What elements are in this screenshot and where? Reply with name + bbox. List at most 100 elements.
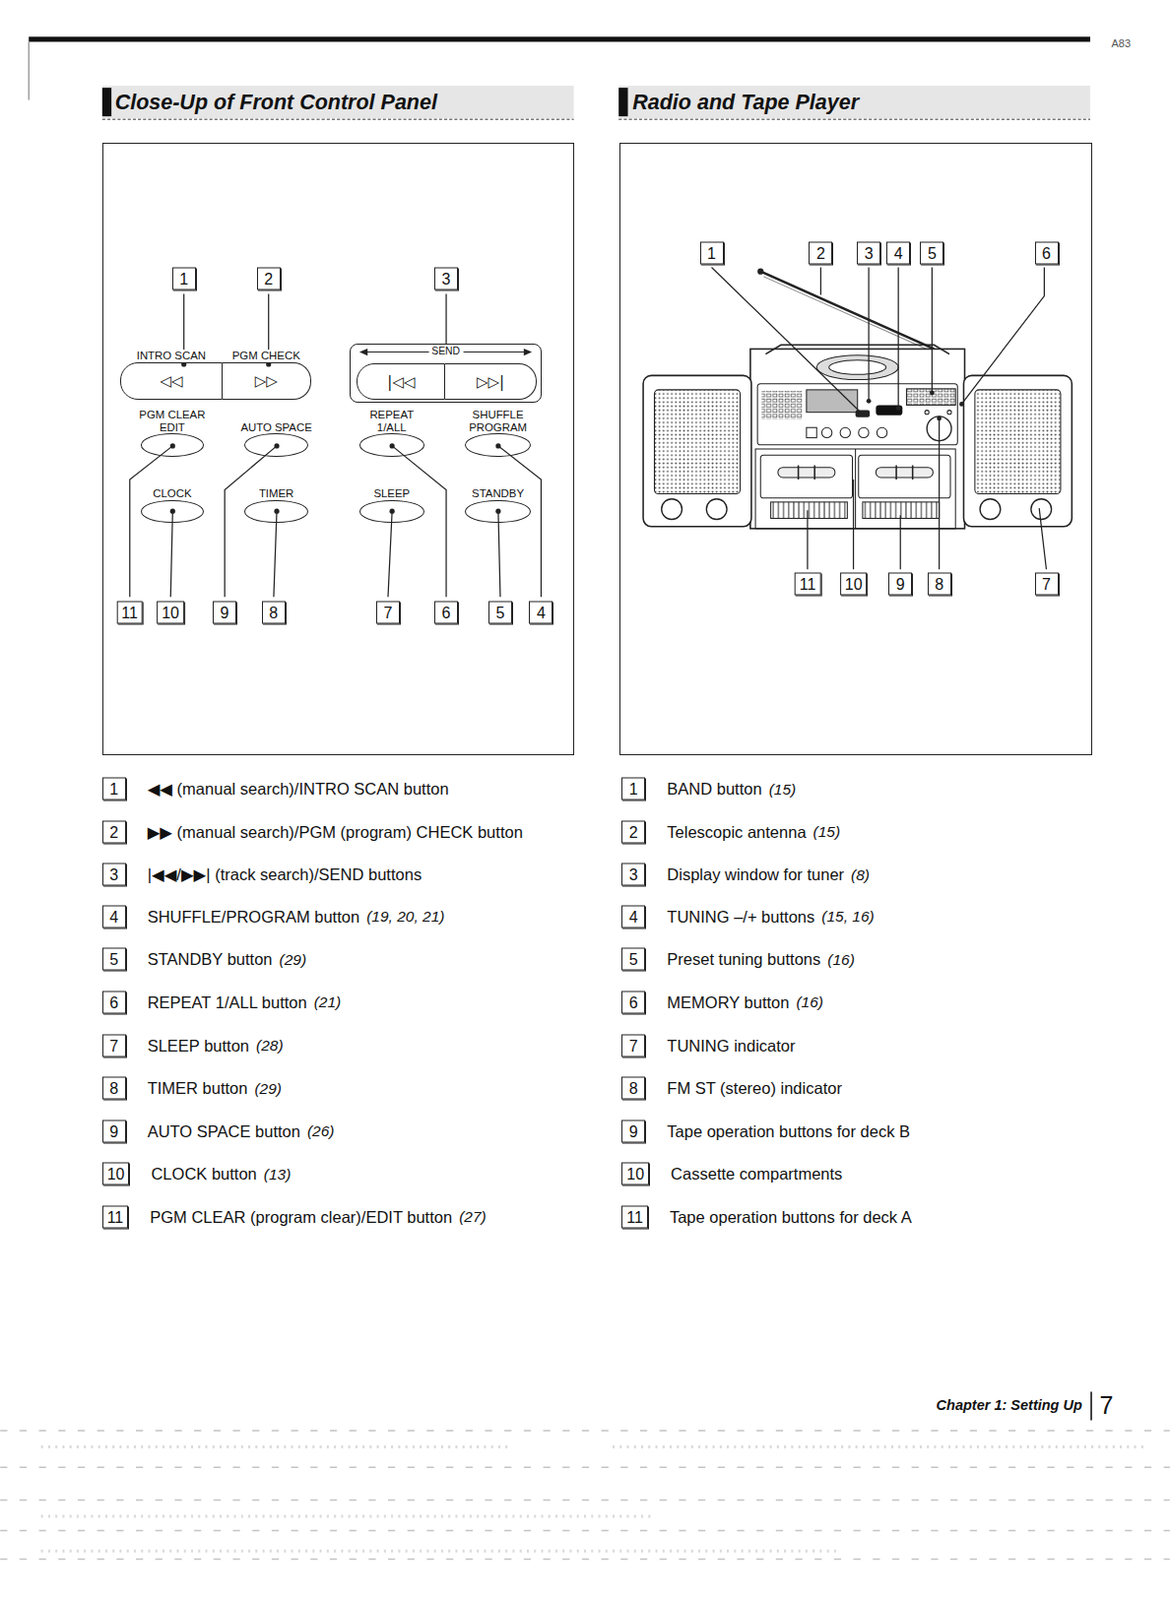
callout-number: 6	[1035, 242, 1059, 265]
heading-block	[618, 87, 628, 117]
deck-divider	[854, 449, 856, 529]
part-description: Tape operation buttons for deck B	[666, 1121, 910, 1141]
control-panel	[757, 384, 958, 446]
knob	[1031, 499, 1052, 520]
callout-number: 7	[1035, 572, 1059, 595]
legend-row: 2 Telescopic antenna (15)	[621, 820, 841, 844]
search-button: INTRO SCAN◁◁	[120, 362, 223, 400]
part-description: Tape operation buttons for deck A	[669, 1207, 912, 1227]
legend-row: 6MEMORY button(16)	[621, 990, 824, 1014]
leader-dot	[495, 509, 501, 515]
footer-bar	[1090, 1392, 1093, 1422]
left-speaker	[643, 375, 752, 526]
leader-dot	[929, 390, 935, 396]
page-number: 7	[1099, 1391, 1113, 1421]
cassette-window	[875, 467, 933, 478]
leader-dot	[170, 509, 176, 515]
page-reference: (29)	[254, 1079, 282, 1098]
part-description: ◀◀ (manual search)/INTRO SCAN button	[147, 780, 450, 799]
part-description: STANDBY button	[147, 950, 273, 970]
legend-row: 9AUTO SPACE button(26)	[102, 1119, 335, 1143]
leader-dot	[495, 443, 501, 449]
part-description: TUNING indicator	[666, 1036, 795, 1055]
indicator	[924, 410, 929, 415]
heading-underline	[102, 118, 575, 121]
callout-number: 10	[840, 572, 868, 595]
legend-row: 11PGM CLEAR (program clear)/EDIT button(…	[102, 1205, 487, 1229]
heading-band	[102, 85, 575, 119]
callout-number: 9	[102, 1119, 127, 1143]
antenna-tip	[757, 268, 764, 275]
button-label: SHUFFLE PROGRAM	[459, 408, 536, 434]
scan-smudge	[0, 1430, 1170, 1560]
button-label: STANDBY	[469, 487, 526, 501]
knob	[979, 499, 1001, 520]
button-symbol: ▷▷|	[476, 373, 505, 391]
page-reference: (28)	[256, 1037, 284, 1055]
button-label: REPEAT 1/ALL	[359, 408, 425, 434]
callout-number: 1	[172, 267, 196, 291]
button-label: PGM CHECK	[230, 349, 303, 363]
callout-number: 2	[621, 820, 646, 844]
callout-number: 5	[621, 948, 646, 972]
cassette-window	[778, 467, 836, 478]
callout-number: 10	[621, 1163, 650, 1186]
heading-band	[618, 85, 1091, 119]
page-reference: (15)	[813, 823, 842, 842]
legend-row: 4TUNING –/+ buttons(15, 16)	[621, 905, 874, 928]
callout-number: 6	[434, 600, 458, 624]
indicator	[947, 410, 952, 415]
oval-button: SHUFFLE PROGRAM	[464, 433, 530, 457]
tape-section	[755, 449, 956, 529]
page-code: A83	[1110, 37, 1131, 50]
top-rule	[28, 36, 1091, 42]
button-label: CLOCK	[150, 487, 194, 501]
knob	[661, 499, 683, 520]
callout-number: 8	[927, 572, 952, 595]
callout-number: 7	[376, 600, 400, 624]
callout-number: 7	[102, 1034, 127, 1057]
leader-dots	[170, 361, 502, 514]
page-reference: (29)	[279, 950, 308, 969]
cd-keys	[761, 390, 802, 420]
legend-row: 6REPEAT 1/ALL button(21)	[102, 990, 342, 1014]
oval-button: SLEEP	[359, 500, 425, 524]
legend-row: 7SLEEP button(28)	[102, 1034, 284, 1057]
callout-number: 4	[102, 905, 127, 928]
reel-hub	[798, 465, 913, 481]
legend-row: 3|◀◀/▶▶| (track search)/SEND buttons	[102, 863, 423, 887]
part-description: Telescopic antenna	[666, 822, 806, 842]
button-label: SLEEP	[371, 487, 412, 501]
callout-number: 3	[856, 242, 881, 265]
leader-dots	[860, 390, 965, 422]
leader-dot	[273, 443, 279, 449]
panel-button	[840, 427, 850, 438]
legend-row: 10CLOCK button(13)	[102, 1163, 292, 1186]
tape-buttons	[771, 502, 848, 520]
right-speaker	[963, 375, 1072, 526]
callout-number: 2	[102, 820, 127, 844]
callout-number: 10	[102, 1163, 130, 1186]
track-button: ▷▷|	[445, 363, 536, 399]
leader-dot	[273, 509, 279, 515]
legend-row: 8FM ST (stereo) indicator	[621, 1077, 843, 1101]
callout-number: 4	[528, 600, 553, 624]
part-description: PGM CLEAR (program clear)/EDIT button	[149, 1207, 453, 1227]
callout-number: 7	[621, 1034, 646, 1057]
cassette-door	[858, 455, 951, 499]
part-description: SHUFFLE/PROGRAM button	[147, 907, 360, 926]
callout-number: 8	[102, 1077, 127, 1101]
leader-line	[130, 293, 542, 597]
part-description: FM ST (stereo) indicator	[666, 1079, 843, 1099]
callout-number: 3	[621, 863, 646, 887]
page-reference: (26)	[307, 1122, 335, 1141]
legend-row: 4 SHUFFLE/PROGRAM button (19, 20, 21)	[102, 905, 446, 928]
callout-number: 2	[257, 267, 281, 291]
oval-button: STANDBY	[464, 500, 530, 524]
page-reference: (19, 20, 21)	[366, 908, 445, 926]
part-description: |◀◀/▶▶| (track search)/SEND buttons	[147, 865, 423, 885]
preset-buttons	[906, 389, 956, 406]
button-label: INTRO SCAN	[134, 349, 208, 363]
